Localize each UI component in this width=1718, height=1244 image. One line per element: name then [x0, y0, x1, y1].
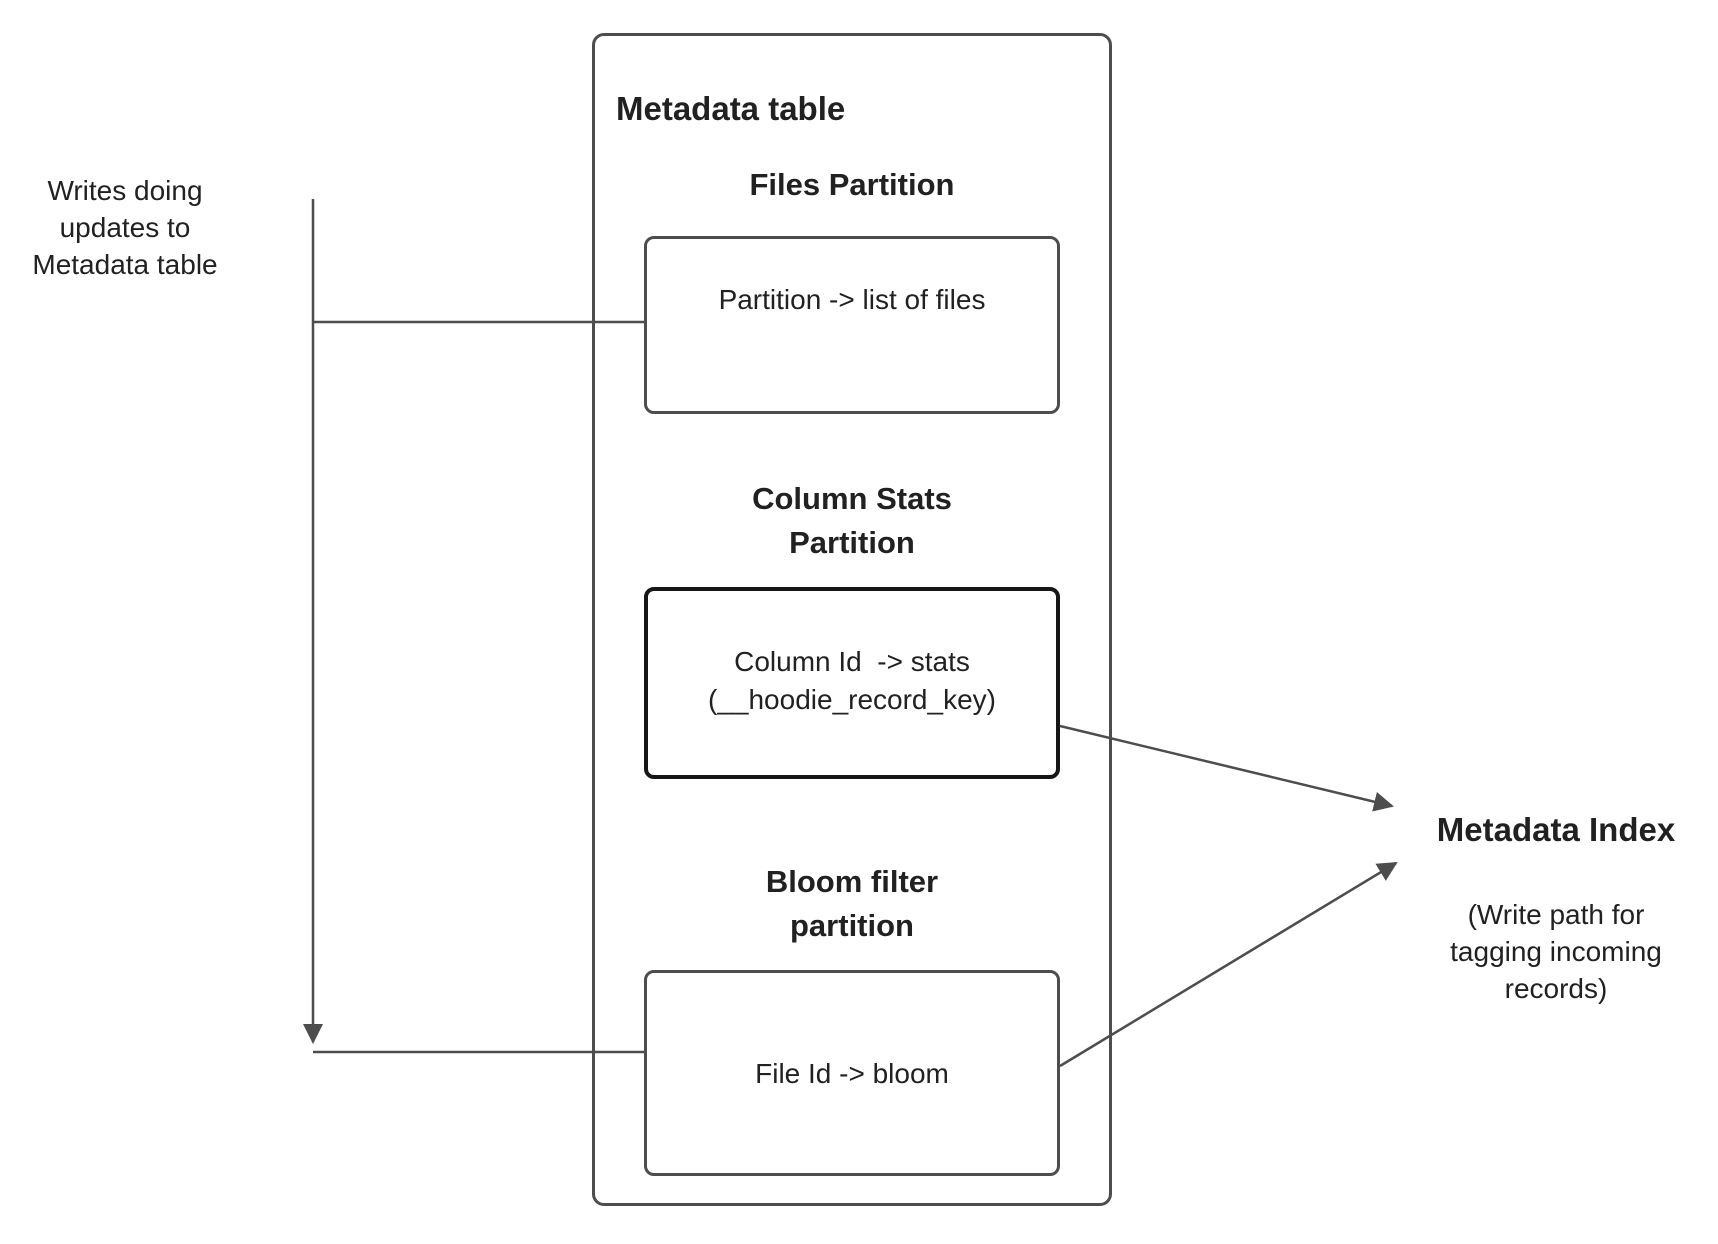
metadata-index-subtitle: (Write path for tagging incoming records…	[1450, 899, 1662, 1004]
metadata-table-box	[592, 33, 1112, 1206]
writes-note: Writes doing updates to Metadata table	[32, 175, 218, 280]
bloom-filter-partition-box: File Id -> bloom	[644, 970, 1060, 1176]
column-stats-partition-heading: Column Stats Partition	[752, 481, 952, 560]
metadata-table-title: Metadata table	[616, 90, 846, 127]
bloom-filter-mapping: File Id -> bloom	[755, 1058, 949, 1089]
files-partition-box: Partition -> list of files	[644, 236, 1060, 414]
metadata-index-title: Metadata Index	[1436, 811, 1676, 848]
column-stats-partition-box: Column Id -> stats (__hoodie_record_key)	[644, 587, 1060, 779]
bloom-filter-partition-heading: Bloom filter partition	[765, 864, 939, 943]
files-partition-mapping: Partition -> list of files	[718, 284, 986, 315]
column-stats-mapping: Column Id -> stats (__hoodie_record_key)	[708, 646, 996, 715]
files-partition-heading: Files Partition	[749, 167, 955, 202]
